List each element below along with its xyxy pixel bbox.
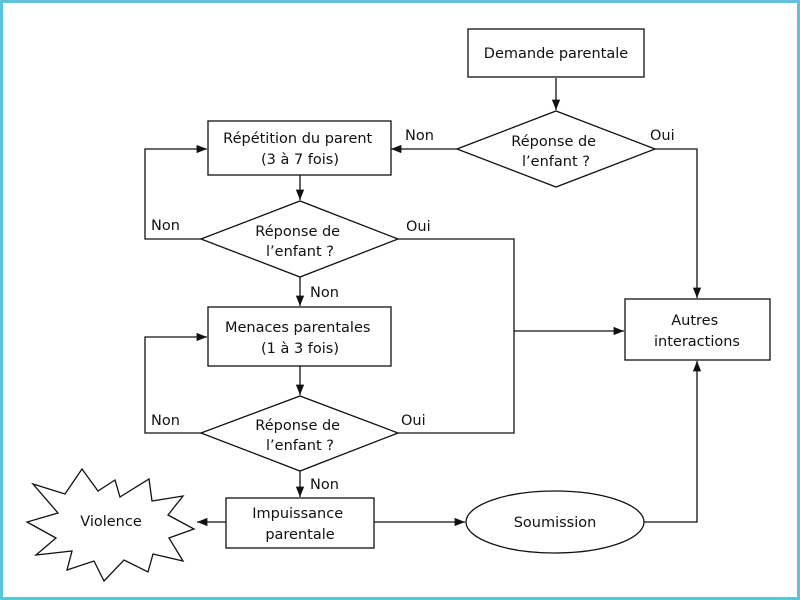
- node-repetition: Répétition du parent (3 à 7 fois): [207, 120, 392, 176]
- edge-reponse1-autres: [655, 148, 702, 298]
- node-reponse1: Réponse de l’enfant ?: [455, 110, 657, 188]
- reponse1-label: Réponse de l’enfant ?: [511, 134, 600, 170]
- edges: [144, 78, 702, 527]
- node-menaces: Menaces parentales (1 à 3 fois): [207, 306, 392, 367]
- reponse1-diamond: [455, 110, 657, 188]
- edge-label-r2-oui: Oui: [406, 219, 431, 235]
- violence-label: Violence: [80, 514, 142, 530]
- node-soumission: Soumission: [465, 490, 645, 554]
- edge-soumission-autres: [643, 361, 702, 523]
- node-reponse3: Réponse de l’enfant ?: [199, 395, 400, 472]
- node-demande: Demande parentale: [467, 28, 645, 78]
- edge-label-r3-non: Non: [151, 413, 180, 429]
- edge-label-r3-down-non: Non: [310, 477, 339, 493]
- reponse3-label: Réponse de l’enfant ?: [255, 418, 344, 454]
- node-violence: Violence: [25, 467, 196, 583]
- soumission-ellipse: [465, 490, 645, 554]
- edge-labels: Non Oui Non Oui Non Non Oui Non: [151, 128, 675, 493]
- demande-box: [467, 28, 645, 78]
- edge-label-r2-down-non: Non: [310, 285, 339, 301]
- edge-label-r1-oui: Oui: [650, 128, 675, 144]
- violence-burst: [25, 467, 196, 583]
- reponse2-label: Réponse de l’enfant ?: [255, 224, 344, 260]
- repetition-label: Répétition du parent (3 à 7 fois): [223, 131, 377, 168]
- edge-reponse3-loop: [144, 332, 207, 434]
- edge-reponse2-loop: [144, 144, 207, 240]
- reponse3-diamond: [199, 395, 400, 472]
- autres-box: [624, 298, 771, 361]
- edge-label-r2-non: Non: [151, 218, 180, 234]
- menaces-box: [207, 306, 392, 367]
- autres-label: Autres interactions: [654, 313, 740, 350]
- impuissance-box: [225, 497, 375, 549]
- edge-label-r3-oui: Oui: [401, 413, 426, 429]
- reponse2-diamond: [199, 200, 400, 278]
- edge-label-r1-non: Non: [405, 128, 434, 144]
- node-reponse2: Réponse de l’enfant ?: [199, 200, 400, 278]
- demande-label: Demande parentale: [484, 46, 628, 62]
- edge-reponse2-autres: [398, 238, 624, 336]
- node-impuissance: Impuissance parentale: [225, 497, 375, 549]
- menaces-label: Menaces parentales (1 à 3 fois): [225, 320, 375, 357]
- edge-reponse3-autres: [398, 331, 515, 434]
- repetition-box: [207, 120, 392, 176]
- node-autres: Autres interactions: [624, 298, 771, 361]
- soumission-label: Soumission: [514, 515, 597, 531]
- impuissance-label: Impuissance parentale: [252, 506, 348, 543]
